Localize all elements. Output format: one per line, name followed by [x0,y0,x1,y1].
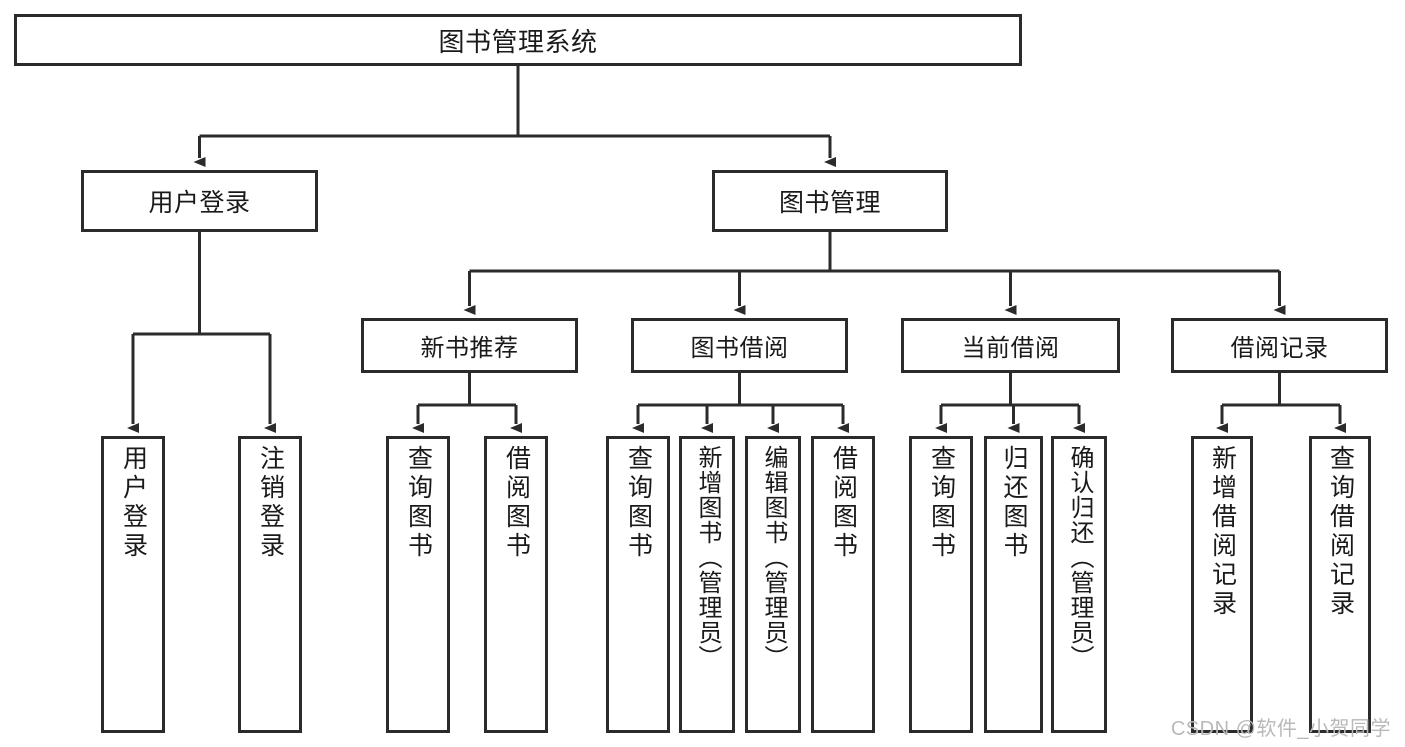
node-user-login[interactable]: 用户登录 [81,170,318,232]
node-root-label: 图书管理系统 [438,26,598,57]
node-leaf-query-borrow-record[interactable]: 查询借阅记录 [1309,436,1371,733]
node-leaf-confirm-return[interactable]: 确认归还（管理员） [1051,436,1107,733]
node-root-book-management-system[interactable]: 图书管理系统 [14,14,1022,66]
node-leaf-return-book[interactable]: 归还图书 [984,436,1043,733]
node-leaf-add-book[interactable]: 新增图书（管理员） [679,436,735,733]
node-current-borrow-label: 当前借阅 [961,335,1060,362]
node-leaf-query-book-2[interactable]: 查询图书 [606,436,670,733]
node-leaf-query-book-3[interactable]: 查询图书 [909,436,973,733]
node-leaf-query-borrow-record-label: 查询借阅记录 [1326,445,1355,619]
node-leaf-add-borrow-record[interactable]: 新增借阅记录 [1191,436,1253,733]
node-book-management[interactable]: 图书管理 [712,170,948,232]
node-leaf-borrow-book-1-label: 借阅图书 [502,445,531,561]
node-book-borrow-label: 图书借阅 [690,335,789,362]
node-user-login-label: 用户登录 [148,189,251,217]
csdn-watermark: CSDN @软件_小贺同学 [1170,718,1391,740]
node-leaf-query-book-1[interactable]: 查询图书 [386,436,450,733]
node-current-borrow[interactable]: 当前借阅 [901,318,1120,373]
node-leaf-confirm-return-label: 确认归还（管理员） [1065,445,1093,670]
node-leaf-return-book-label: 归还图书 [1000,445,1028,561]
node-leaf-edit-book[interactable]: 编辑图书（管理员） [745,436,801,733]
node-new-book-recommend[interactable]: 新书推荐 [361,318,578,373]
node-leaf-query-book-1-label: 查询图书 [404,445,433,561]
node-leaf-user-login-label: 用户登录 [119,445,148,561]
node-leaf-logout-login[interactable]: 注销登录 [238,436,302,733]
node-borrow-record-label: 借阅记录 [1230,335,1329,362]
node-leaf-add-borrow-record-label: 新增借阅记录 [1208,445,1237,619]
node-book-borrow[interactable]: 图书借阅 [631,318,848,373]
node-leaf-borrow-book-2-label: 借阅图书 [829,445,858,561]
node-leaf-add-book-label: 新增图书（管理员） [693,445,721,670]
node-leaf-query-book-2-label: 查询图书 [624,445,653,561]
node-leaf-borrow-book-2[interactable]: 借阅图书 [811,436,875,733]
node-leaf-logout-login-label: 注销登录 [256,445,285,561]
node-leaf-query-book-3-label: 查询图书 [927,445,956,561]
node-leaf-borrow-book-1[interactable]: 借阅图书 [484,436,548,733]
node-leaf-edit-book-label: 编辑图书（管理员） [759,445,787,670]
node-leaf-user-login[interactable]: 用户登录 [101,436,165,733]
node-book-management-label: 图书管理 [778,189,881,217]
node-new-book-recommend-label: 新书推荐 [420,335,519,362]
node-borrow-record[interactable]: 借阅记录 [1171,318,1388,373]
